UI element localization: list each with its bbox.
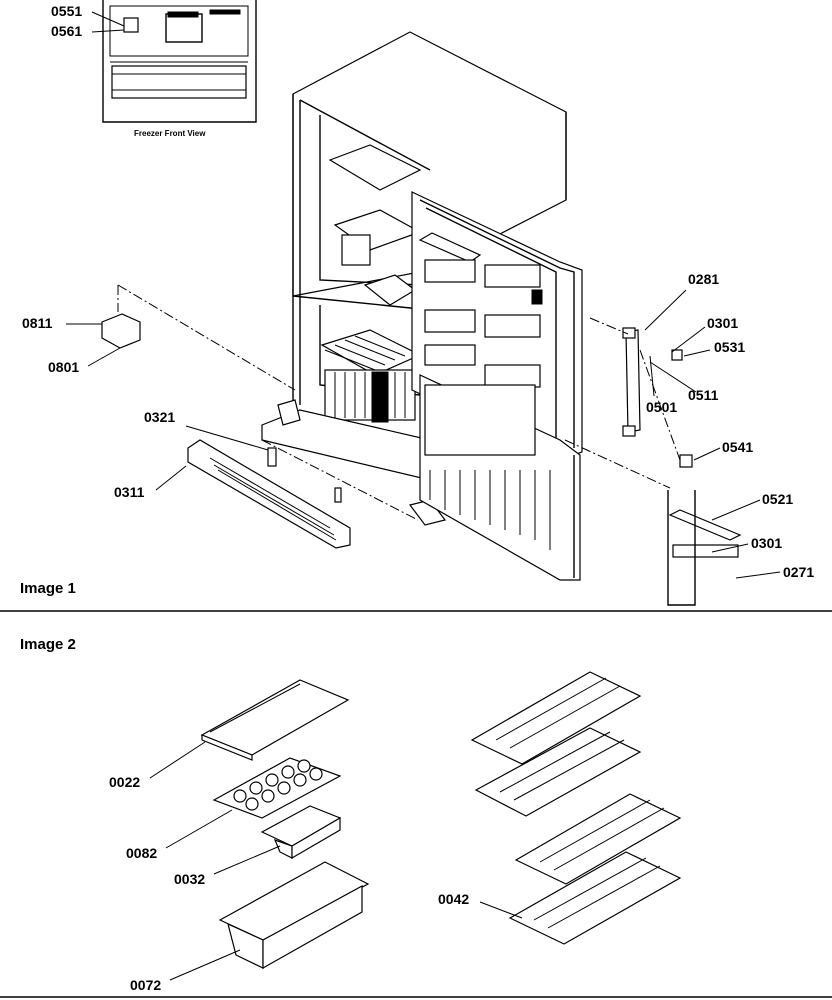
callout-0072: 0072	[130, 977, 161, 993]
freezer-drawer	[419, 374, 581, 581]
callout-0301-upper: 0301	[707, 315, 738, 331]
ice-tray-compartments	[495, 677, 665, 929]
callout-0032: 0032	[174, 871, 205, 887]
crisper-basket-grille	[324, 335, 406, 371]
section-title-image-1: Image 1	[20, 580, 76, 597]
drawer-front-ribs	[429, 470, 551, 550]
callout-0082: 0082	[126, 845, 157, 861]
callout-0531: 0531	[714, 339, 745, 355]
leader-lines-image-1	[66, 11, 781, 579]
bottom-basket-grille	[334, 372, 406, 418]
hinge-cover-parts	[101, 284, 296, 391]
refrigerator-cabinet	[261, 31, 567, 526]
ice-trays-0042	[470, 671, 682, 945]
callout-0521: 0521	[762, 491, 793, 507]
egg-tray-0082	[212, 757, 342, 819]
callout-0541: 0541	[722, 439, 753, 455]
callout-0281: 0281	[688, 271, 719, 287]
glass-shelf-0022	[200, 679, 350, 761]
toe-grille-slots	[209, 457, 337, 541]
callout-0501: 0501	[646, 399, 677, 415]
inset-basket-grille	[112, 73, 246, 91]
callout-0301-lower: 0301	[751, 535, 782, 551]
callout-0271: 0271	[783, 564, 814, 580]
callout-0321: 0321	[144, 409, 175, 425]
leader-lines-image-2	[149, 741, 523, 981]
freezer-handle-assembly	[667, 490, 742, 606]
toe-grille	[187, 439, 351, 549]
egg-cups	[233, 759, 323, 811]
callout-0311: 0311	[114, 484, 145, 500]
door-handle-assembly	[589, 317, 693, 468]
callout-0801: 0801	[48, 359, 79, 375]
callout-0511: 0511	[688, 387, 719, 403]
dairy-bin-0032	[260, 805, 342, 860]
callout-0042: 0042	[438, 891, 469, 907]
freezer-front-view-inset: Freezer Front View	[102, 0, 257, 138]
callout-0551: 0551	[51, 3, 82, 19]
callout-0022: 0022	[109, 774, 140, 790]
deli-drawer-0072	[218, 861, 370, 970]
section-title-image-2: Image 2	[20, 636, 76, 653]
callout-0561: 0561	[51, 23, 82, 39]
inset-caption: Freezer Front View	[134, 129, 206, 138]
callout-0811: 0811	[22, 315, 53, 331]
